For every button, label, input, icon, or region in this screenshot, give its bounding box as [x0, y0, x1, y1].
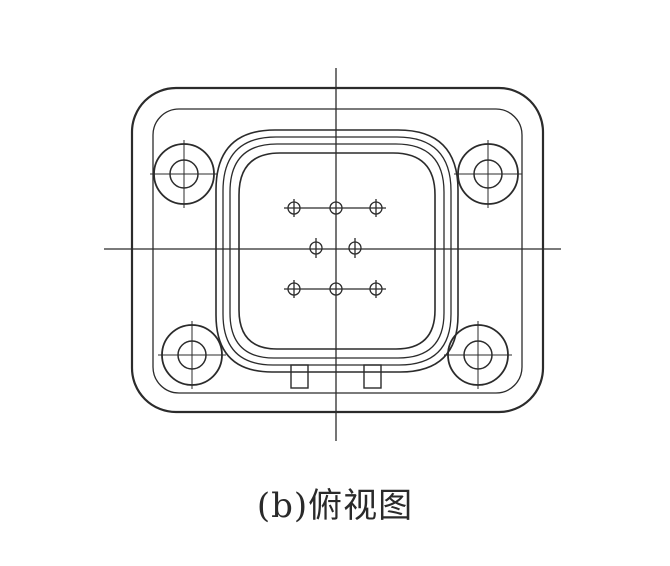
pin-5	[348, 238, 362, 258]
mounting-hole-bottom-left	[158, 321, 226, 389]
pin-7	[329, 282, 343, 296]
pin-1	[287, 199, 301, 217]
connector-wall-line-2	[222, 136, 452, 366]
latch-tab-right	[363, 364, 382, 389]
figure-caption: (b)俯视图	[256, 486, 414, 526]
flange-outline	[130, 86, 545, 414]
pin-3	[369, 199, 383, 217]
pin-4	[309, 238, 323, 258]
connector-wall-line-3	[229, 143, 445, 359]
connector-outer-wall	[215, 129, 459, 373]
connector-housing	[215, 129, 459, 373]
pin-6	[287, 280, 301, 298]
pin-8	[369, 280, 383, 298]
connector-inner-cavity	[238, 152, 436, 350]
latch-tabs	[290, 364, 382, 389]
flange-inner-edge	[152, 108, 523, 394]
mounting-hole-bottom-right	[444, 321, 512, 389]
mounting-hole-top-left	[150, 140, 218, 208]
flange-outer-edge	[130, 86, 545, 414]
mounting-hole-top-right	[454, 140, 522, 208]
latch-tab-left	[290, 364, 309, 389]
pin-2	[329, 201, 343, 215]
terminal-pins	[284, 199, 386, 298]
center-lines	[104, 68, 561, 441]
